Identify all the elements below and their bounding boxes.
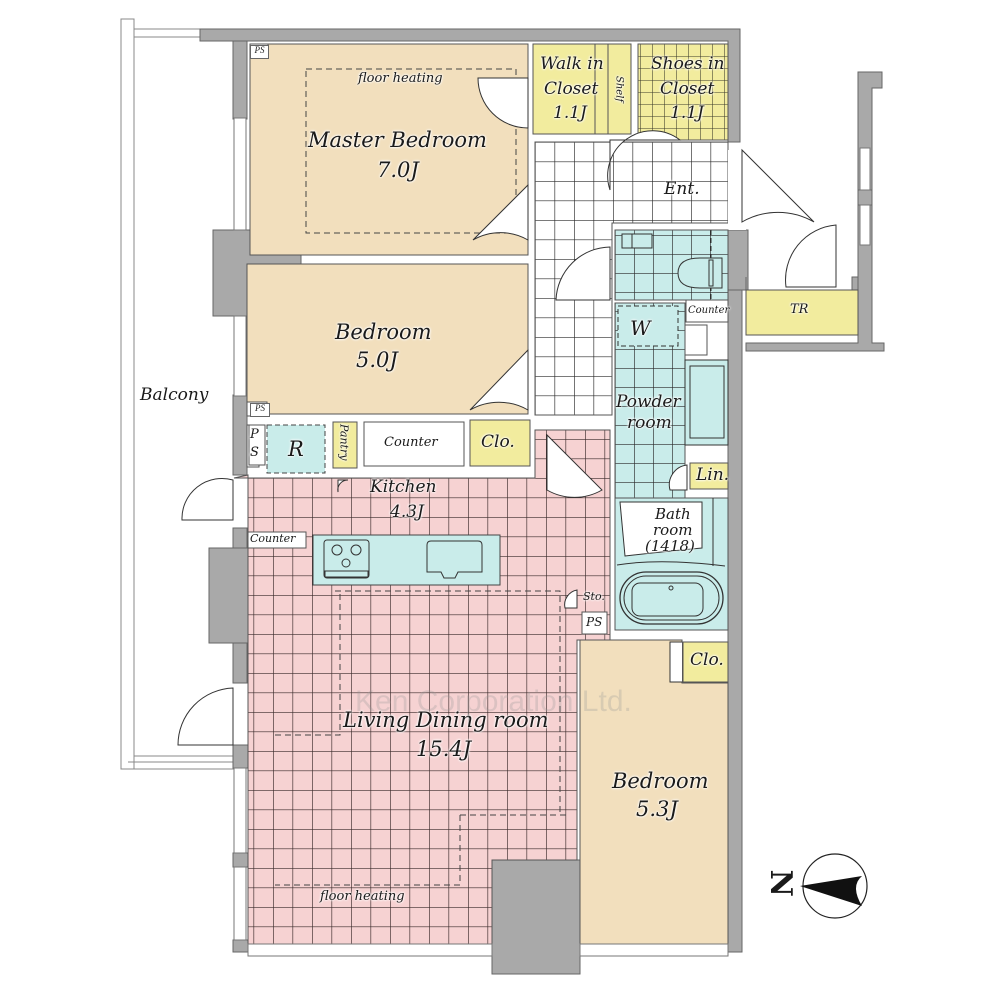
bathroom-size: (1418)	[645, 537, 695, 555]
shoes-closet-label-1: Shoes in	[651, 54, 725, 74]
master-bedroom-size: 7.0J	[377, 158, 419, 182]
living-dining-size: 15.4J	[416, 737, 472, 761]
bedroom-3-size: 5.3J	[636, 797, 678, 821]
shelf-label: Shelf	[613, 76, 625, 103]
shoes-closet-size: 1.1J	[670, 103, 704, 123]
balcony-railing	[120, 18, 235, 770]
kitchen-closet	[469, 419, 531, 467]
master-bedroom-floor	[249, 43, 529, 256]
kitchen-size: 4.3J	[390, 502, 424, 522]
bathroom-label-2: room	[653, 521, 693, 539]
master-bedroom-note: floor heating	[358, 71, 443, 86]
trunk-room-label: TR	[790, 302, 809, 317]
bedroom-2-label: Bedroom	[335, 320, 432, 344]
powder-room-label-2: room	[627, 413, 672, 433]
linen-label: Lin.	[696, 465, 730, 485]
powder-room-label-1: Powder	[616, 392, 681, 412]
fridge-label: R	[288, 437, 304, 461]
side-counter-label: Counter	[250, 532, 296, 545]
ps-label-p: P	[250, 427, 259, 442]
bedroom-2-floor	[246, 263, 529, 415]
living-dining-label: Living Dining room	[343, 708, 549, 732]
compass-north-label: N	[762, 869, 798, 897]
bedroom-2-size: 5.0J	[356, 348, 398, 372]
bedroom-3-closet-label: Clo.	[690, 650, 724, 670]
kitchen-closet-label: Clo.	[481, 432, 515, 452]
pantry	[332, 421, 358, 469]
bedroom-3-label: Bedroom	[612, 769, 709, 793]
ps-label-mid: PS	[250, 403, 270, 417]
window	[859, 204, 871, 246]
master-bedroom-label: Master Bedroom	[308, 128, 487, 152]
walk-in-closet-size: 1.1J	[553, 103, 587, 123]
walk-in-closet-label-2: Closet	[544, 79, 599, 99]
fridge-space	[266, 424, 326, 474]
storage-label: Sto.	[583, 590, 605, 603]
shoes-closet-floor	[637, 43, 729, 141]
entrance-label: Ent.	[664, 179, 700, 199]
watermark: Ken Corporation Ltd.	[355, 685, 632, 718]
pantry-label: Pantry	[337, 424, 351, 461]
walk-in-closet-floor	[532, 43, 632, 135]
trunk-room-floor	[745, 289, 859, 336]
kitchen-label: Kitchen	[370, 477, 437, 497]
ps-label-top: PS	[250, 45, 269, 59]
kitchen-counter-label: Counter	[384, 435, 438, 450]
ps-label-bath: PS	[586, 615, 603, 629]
compass	[800, 853, 868, 919]
linen-floor	[689, 462, 729, 490]
entrance-hall-floor	[534, 141, 729, 416]
shoes-closet-label-2: Closet	[660, 79, 715, 99]
powder-counter-label: Counter	[688, 305, 730, 316]
walk-in-closet-label-1: Walk in	[540, 54, 604, 74]
bathroom-label-1: Bath	[655, 505, 691, 523]
ldk-floor-heating-note: floor heating	[320, 889, 405, 904]
window	[859, 147, 871, 191]
bedroom-3-closet	[682, 641, 729, 683]
ps-label-s: S	[250, 445, 259, 460]
kitchen-counter	[363, 421, 465, 467]
washer-label: W	[630, 316, 651, 340]
balcony-label: Balcony	[140, 385, 209, 405]
